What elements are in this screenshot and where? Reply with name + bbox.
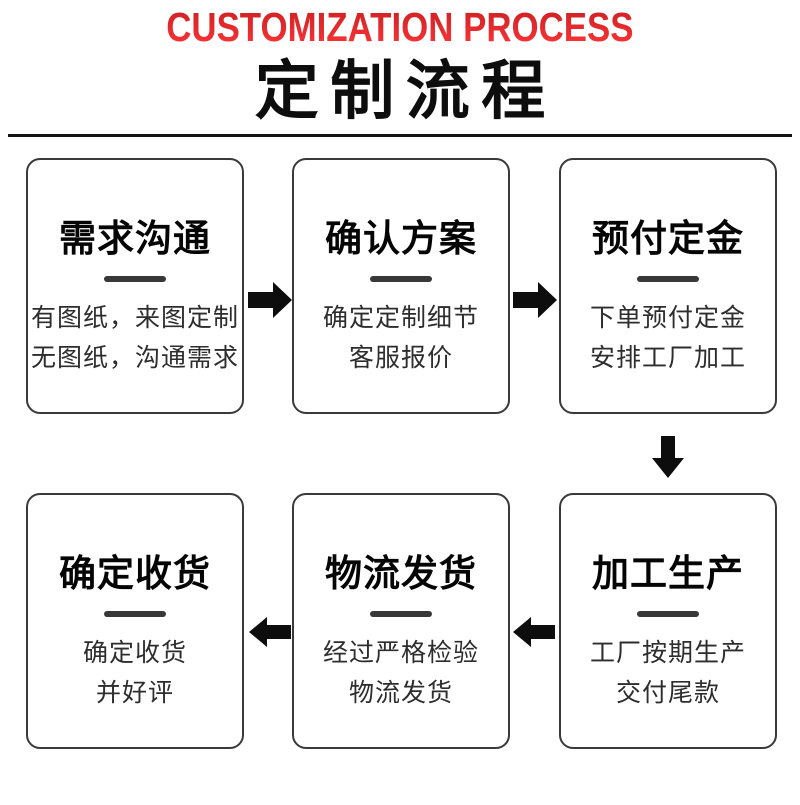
step-title: 加工生产	[592, 552, 744, 594]
left-arrow-icon	[249, 616, 291, 648]
step-title: 需求沟通	[59, 217, 211, 259]
step-underline	[104, 275, 166, 282]
step-underline	[370, 610, 432, 617]
right-arrow-icon	[248, 281, 292, 319]
step-line: 安排工厂加工	[589, 344, 746, 372]
step-card-shipping: 物流发货 经过严格检验 物流发货	[292, 493, 510, 749]
step-line: 经过严格检验	[322, 638, 479, 667]
step-card-confirm-receipt: 确定收货 确定收货 并好评	[26, 493, 244, 749]
right-arrow-icon	[513, 281, 557, 319]
step-line: 无图纸，沟通需求	[30, 344, 239, 372]
header-divider	[8, 134, 792, 137]
step-line: 确定定制细节	[322, 303, 479, 332]
down-arrow-icon	[652, 436, 684, 478]
step-card-confirm-plan: 确认方案 确定定制细节 客服报价	[292, 158, 510, 414]
step-title: 物流发货	[325, 552, 477, 594]
step-line: 有图纸，来图定制	[30, 303, 239, 332]
step-line: 客服报价	[348, 344, 453, 372]
step-card-production: 加工生产 工厂按期生产 交付尾款	[559, 493, 777, 749]
step-title: 确认方案	[325, 217, 477, 259]
step-line: 工厂按期生产	[589, 638, 746, 667]
step-line: 物流发货	[348, 679, 453, 707]
page-title-en: CUSTOMIZATION PROCESS	[166, 4, 634, 50]
step-card-deposit: 预付定金 下单预付定金 安排工厂加工	[559, 158, 777, 414]
step-title: 确定收货	[59, 552, 211, 594]
step-title: 预付定金	[592, 217, 744, 259]
step-underline	[370, 275, 432, 282]
step-underline	[104, 610, 166, 617]
step-line: 确定收货	[82, 638, 187, 667]
step-line: 下单预付定金	[589, 303, 746, 332]
page-title-cn: 定制流程	[254, 56, 557, 127]
step-line: 交付尾款	[615, 679, 720, 707]
step-card-requirements: 需求沟通 有图纸，来图定制 无图纸，沟通需求	[26, 158, 244, 414]
step-line: 并好评	[95, 679, 174, 707]
step-underline	[637, 610, 699, 617]
step-underline	[637, 275, 699, 282]
left-arrow-icon	[513, 616, 555, 648]
